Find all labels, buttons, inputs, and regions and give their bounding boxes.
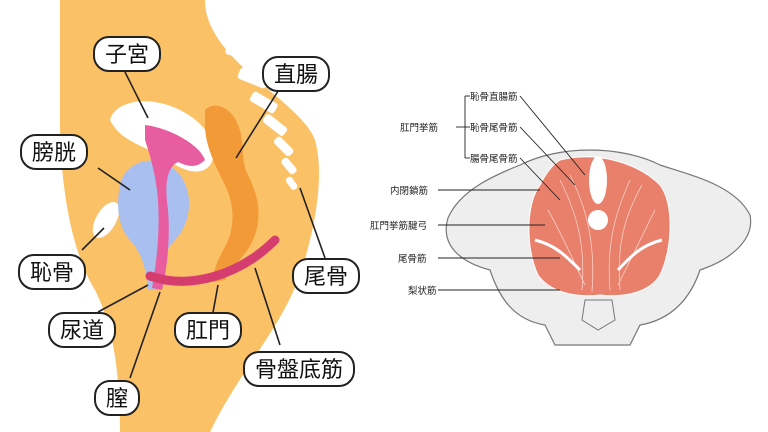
label-coccyx: 尾骨 <box>292 258 361 294</box>
pelvic-floor-shape <box>145 235 280 286</box>
label-pubic-bone: 恥骨 <box>18 254 87 290</box>
label-piriformis: 梨状筋 <box>408 286 437 297</box>
label-pelvic-floor: 骨盤底筋 <box>243 351 356 387</box>
label-coccygeus: 尾骨筋 <box>398 254 427 265</box>
label-anus: 肛門 <box>174 312 243 348</box>
label-urethra: 尿道 <box>48 312 117 348</box>
label-iliococcygeus: 腸骨尾骨筋 <box>470 154 518 165</box>
vagina-opening <box>588 210 608 230</box>
label-rectum: 直腸 <box>262 56 331 92</box>
uterus-shape <box>145 125 205 290</box>
sagittal-section-diagram <box>60 0 326 432</box>
pubic-bone-shape <box>92 201 120 239</box>
label-bladder: 膀胱 <box>20 134 89 170</box>
bladder-shape <box>118 160 190 290</box>
label-vagina: 膣 <box>94 380 141 416</box>
topview-pointer-lines <box>438 95 586 291</box>
sagittal-pointer-lines <box>81 71 326 379</box>
label-puborectalis: 恥骨直腸筋 <box>470 92 518 103</box>
coccyx-bone <box>581 299 616 331</box>
label-levator-ani: 肛門挙筋 <box>400 123 439 134</box>
pelvic-floor-top-view-diagram <box>438 95 752 346</box>
label-obturator-internus: 内閉鎖筋 <box>390 186 429 197</box>
urethra-opening <box>589 156 607 204</box>
label-uterus: 子宮 <box>93 36 162 72</box>
label-pubococcygeus: 恥骨尾骨筋 <box>470 123 518 134</box>
label-tendinous-arch: 肛門挙筋腱弓 <box>370 221 428 232</box>
spine <box>214 16 298 190</box>
tendons <box>534 238 663 272</box>
muscle-fibers <box>547 174 656 293</box>
rectum-shape <box>205 105 259 282</box>
